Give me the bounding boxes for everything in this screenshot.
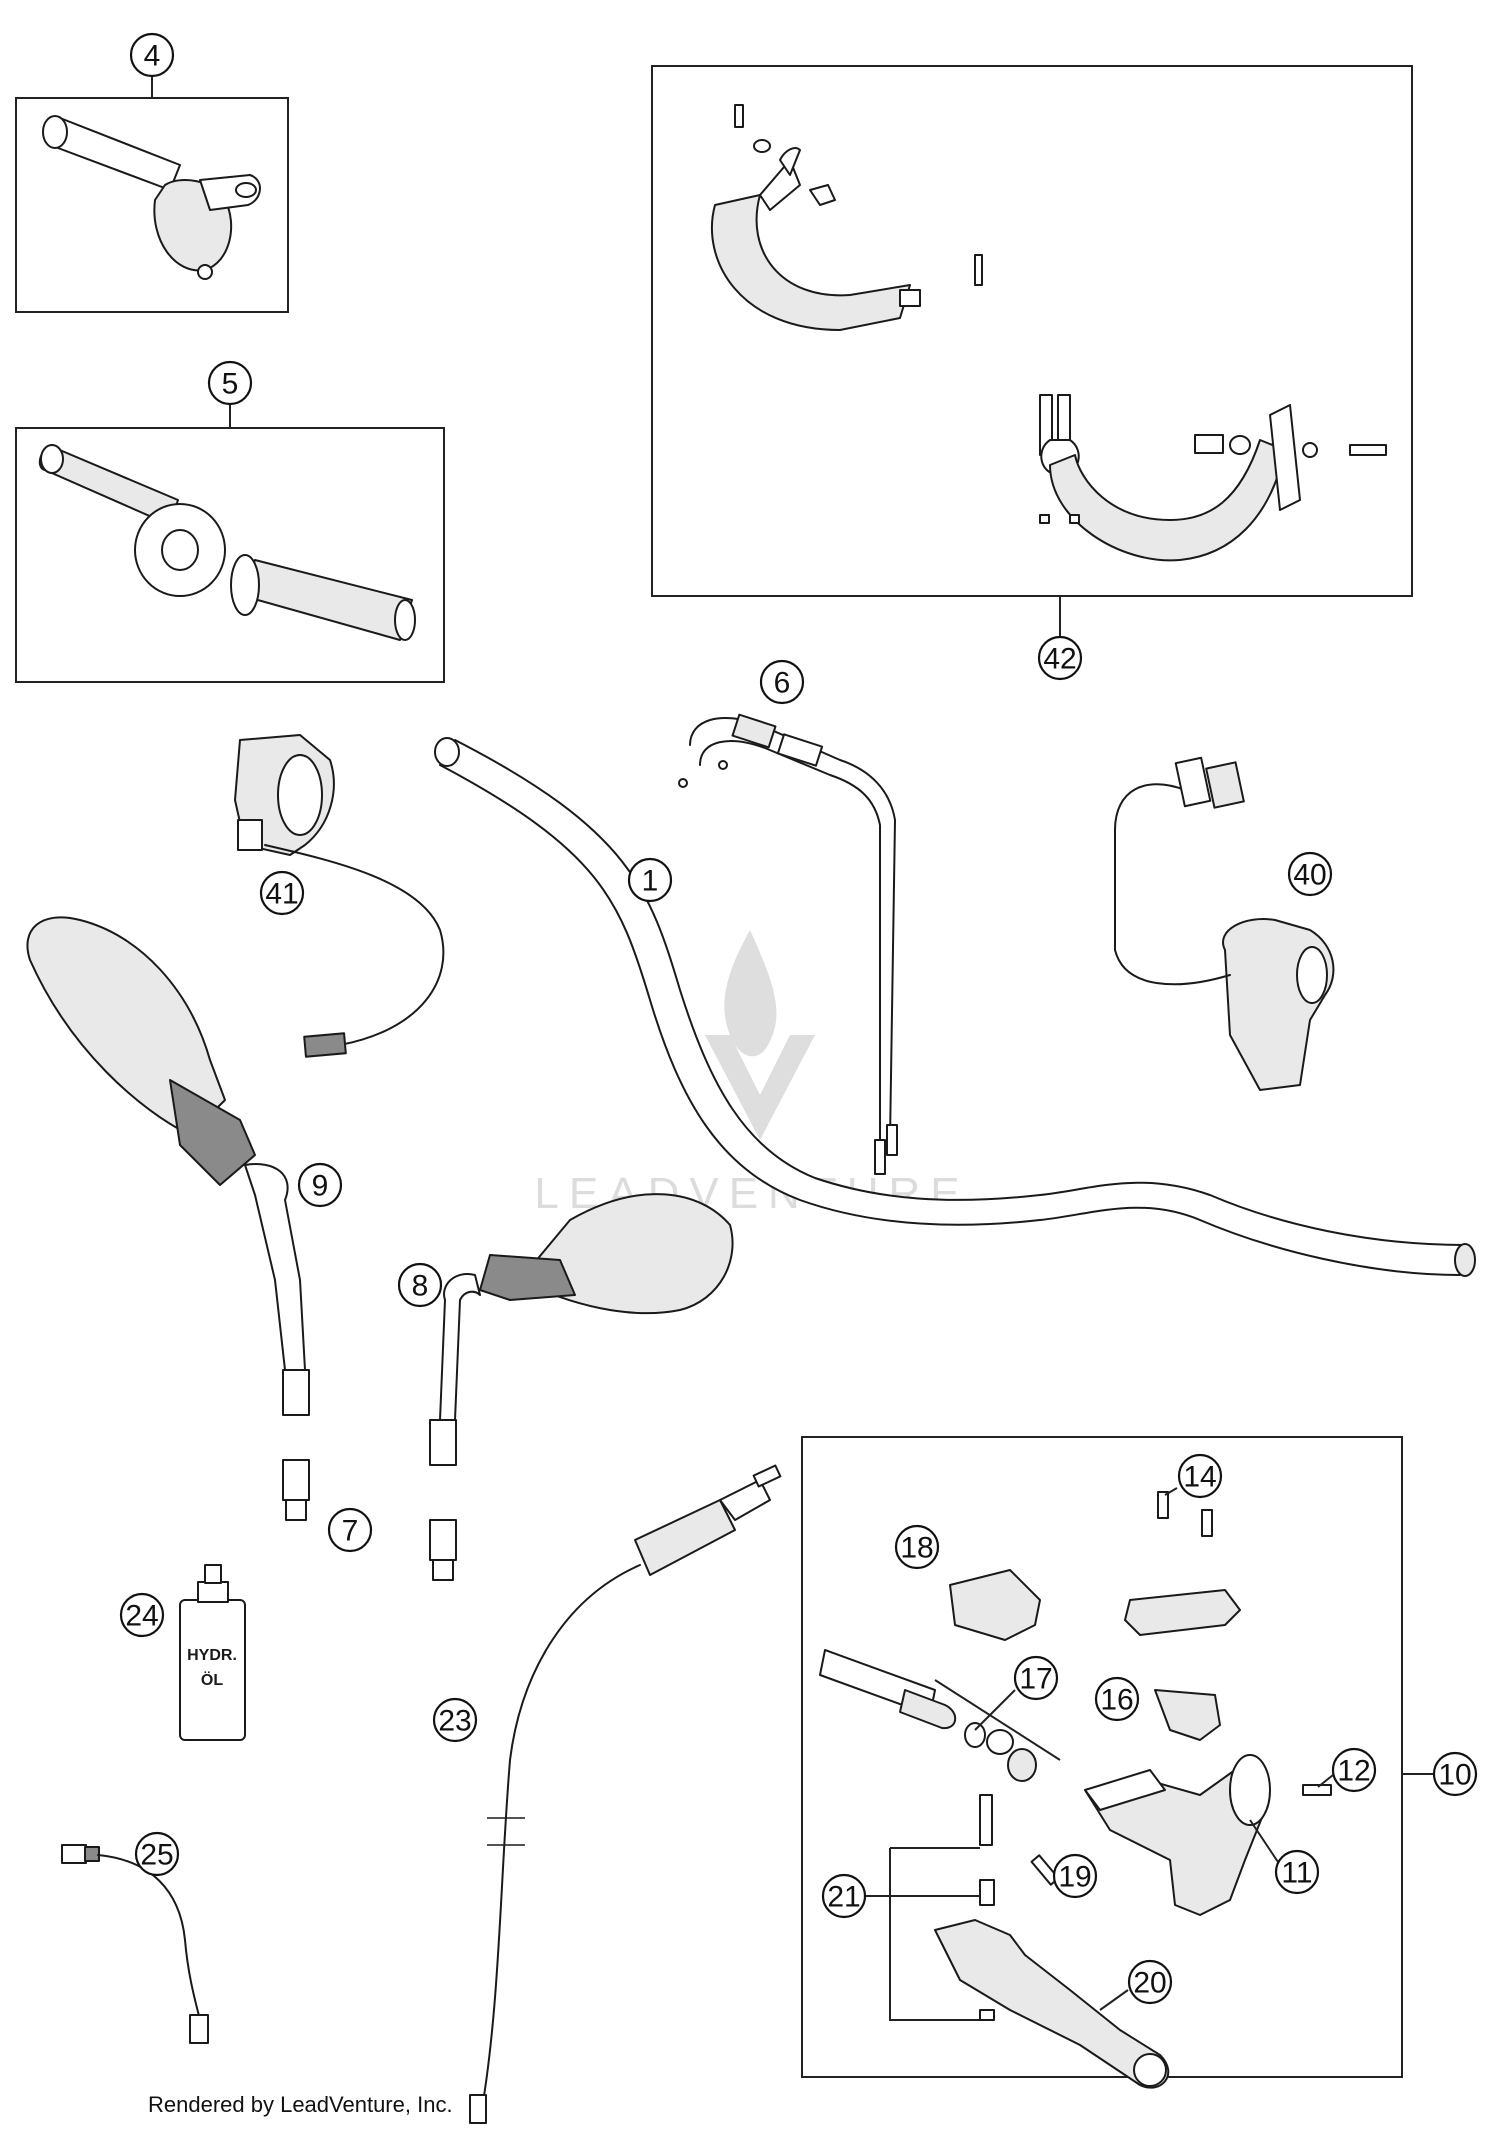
svg-text:42: 42 (1043, 643, 1076, 676)
pivot-bushing-21 (979, 1879, 995, 1906)
throttle-grip-group (15, 76, 289, 313)
svg-text:40: 40 (1293, 859, 1326, 892)
callout-5: 5 (207, 360, 253, 406)
seal-17c (1007, 1748, 1037, 1782)
diaphragm-16 (1154, 1689, 1221, 1741)
svg-text:21: 21 (827, 1881, 860, 1914)
callout-25: 25 (134, 1831, 180, 1877)
left-hand-guard (710, 194, 911, 331)
svg-text:18: 18 (900, 1532, 933, 1565)
svg-text:7: 7 (342, 1515, 359, 1548)
screw-14b (1201, 1509, 1213, 1537)
footer-credit: Rendered by LeadVenture, Inc. (148, 2092, 453, 2117)
callout-4: 4 (129, 32, 175, 78)
svg-text:19: 19 (1058, 1861, 1091, 1894)
box-part-42 (651, 65, 1413, 597)
handlebar-right-end (1454, 1243, 1476, 1277)
screw-12 (1302, 1784, 1332, 1796)
svg-text:5: 5 (222, 368, 239, 401)
clamp-18 (949, 1569, 1041, 1641)
switch-connector (1174, 756, 1212, 808)
throttle-cable-set (678, 713, 898, 1175)
clutch-lever-20 (934, 1919, 1170, 2089)
svg-text:8: 8 (412, 1270, 429, 1303)
callout-41: 41 (259, 870, 305, 916)
svg-text:14: 14 (1183, 1461, 1216, 1494)
oil-label-line1: HYDR. (187, 1647, 237, 1664)
callout-24: 24 (119, 1592, 165, 1638)
hydraulic-oil-bottle: HYDR. ÖL (179, 1564, 246, 1741)
callout-12: 12 (1331, 1747, 1377, 1793)
svg-text:4: 4 (144, 40, 161, 73)
callout-9: 9 (297, 1162, 343, 1208)
left-mirror (26, 916, 310, 1521)
callout-11: 11 (1274, 1849, 1320, 1895)
mirror-adapter-7a (282, 1459, 310, 1501)
grip-set-group (15, 404, 445, 683)
svg-text:16: 16 (1100, 1684, 1133, 1717)
callout-40: 40 (1287, 851, 1333, 897)
svg-text:25: 25 (140, 1839, 173, 1872)
left-handlebar-switch (234, 734, 445, 1058)
callout-10: 10 (1432, 1751, 1478, 1797)
brake-light-switch (61, 1844, 209, 2044)
hydraulic-line (469, 1464, 782, 2124)
switch-plug (303, 1032, 347, 1058)
callout-7: 7 (327, 1507, 373, 1553)
svg-text:9: 9 (312, 1170, 329, 1203)
mirror-adapter-7b (429, 1519, 457, 1561)
oil-label-line2: ÖL (201, 1670, 223, 1689)
clutch-master-cylinder-group (801, 1436, 1434, 2089)
callout-21: 21 (821, 1873, 867, 1919)
right-mirror (429, 1193, 734, 1581)
svg-text:23: 23 (438, 1705, 471, 1738)
callout-18: 18 (894, 1524, 940, 1570)
screw-14a (1157, 1491, 1169, 1519)
callout-8: 8 (397, 1262, 443, 1308)
callout-20: 20 (1127, 1959, 1173, 2005)
svg-text:17: 17 (1019, 1663, 1052, 1696)
callout-23: 23 (432, 1697, 478, 1743)
right-hand-guard (1049, 439, 1286, 562)
pivot-nut-21 (979, 2009, 995, 2021)
svg-text:11: 11 (1281, 1857, 1312, 1890)
svg-text:20: 20 (1133, 1967, 1166, 2000)
right-grip (239, 559, 413, 641)
callout-6: 6 (759, 659, 805, 705)
seal-17b (986, 1729, 1014, 1755)
seal-17a (964, 1722, 986, 1748)
callout-17: 17 (1013, 1655, 1059, 1701)
svg-text:24: 24 (125, 1600, 158, 1633)
hand-guard-kit-group (651, 65, 1413, 637)
svg-text:41: 41 (265, 878, 298, 911)
callout-14: 14 (1177, 1453, 1223, 1499)
right-handlebar-switch (1114, 756, 1335, 1091)
handlebar-left-end (434, 737, 460, 767)
callout-42: 42 (1037, 635, 1083, 681)
svg-text:1: 1 (642, 865, 659, 898)
handlebar (434, 737, 1476, 1277)
callout-19: 19 (1052, 1853, 1098, 1899)
svg-text:6: 6 (774, 667, 791, 700)
svg-text:10: 10 (1438, 1759, 1471, 1792)
box-part-10 (801, 1436, 1403, 2078)
pivot-bolt-21 (979, 1794, 993, 1846)
svg-text:12: 12 (1337, 1755, 1370, 1788)
reservoir-cover (1124, 1589, 1241, 1636)
callout-16: 16 (1094, 1676, 1140, 1722)
callout-1: 1 (627, 857, 673, 903)
